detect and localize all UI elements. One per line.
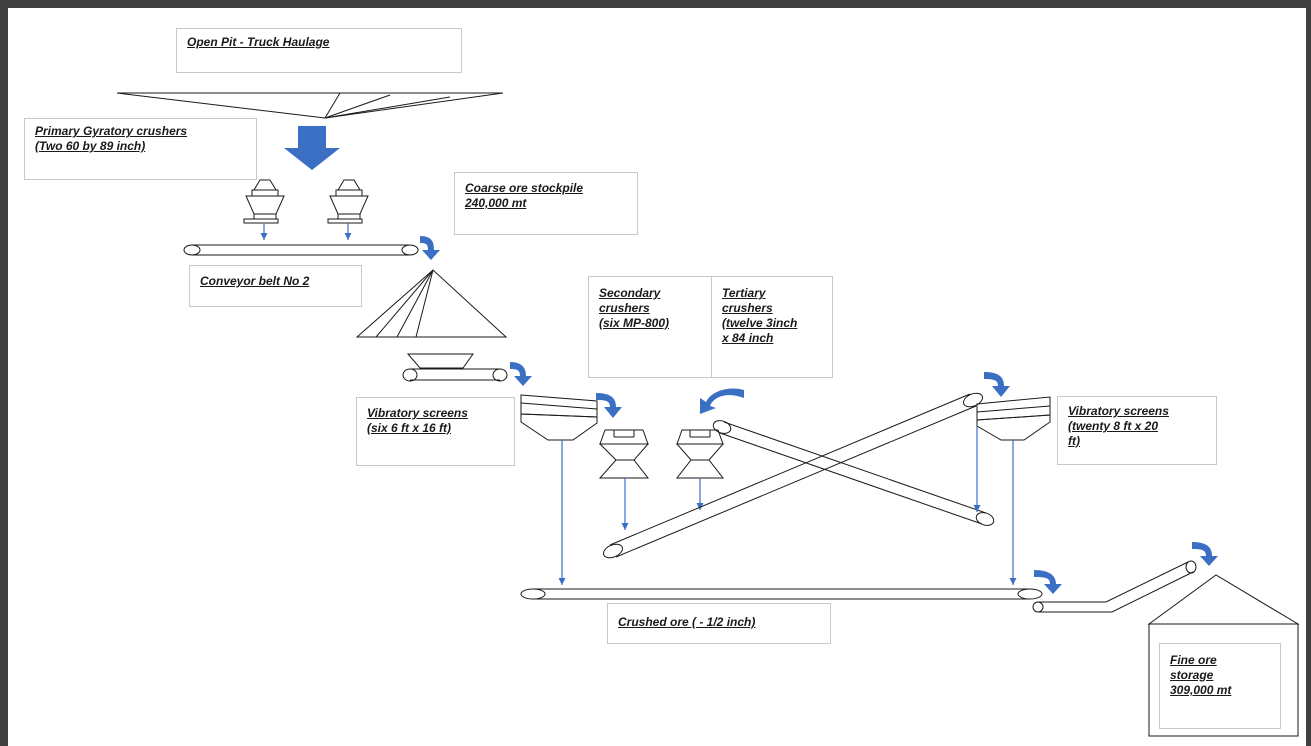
stockpile-line-1: Coarse ore stockpile bbox=[465, 181, 584, 195]
conveyor-belt-label: Conveyor belt No 2 bbox=[189, 265, 362, 307]
gyratory-crusher-2 bbox=[327, 179, 369, 224]
vib2-line-2: (twenty 8 ft x 20 bbox=[1068, 419, 1159, 433]
vibratory-screens-1-label: Vibratory screens (six 6 ft x 16 ft) bbox=[356, 397, 515, 466]
open-pit-hopper bbox=[116, 92, 504, 119]
fine-line-3: 309,000 mt bbox=[1170, 683, 1232, 697]
crossing-conveyor-a bbox=[603, 392, 983, 559]
vib2-line-1: Vibratory screens bbox=[1068, 404, 1169, 418]
crossing-conveyor-b bbox=[712, 420, 995, 526]
primary-crushers-line-2: (Two 60 by 89 inch) bbox=[35, 139, 146, 153]
tertiary-line-2: crushers bbox=[722, 301, 773, 315]
stockpile-feeder bbox=[406, 353, 474, 369]
vibratory-screen-1 bbox=[520, 394, 598, 441]
tertiary-line-4: x 84 inch bbox=[722, 331, 774, 345]
fine-line-2: storage bbox=[1170, 668, 1214, 682]
curved-arrow-storage bbox=[1192, 542, 1218, 566]
secondary-line-1: Secondary bbox=[599, 286, 661, 300]
curved-arrow-crushed bbox=[1034, 570, 1062, 594]
curved-arrow-conveyor2 bbox=[420, 236, 440, 260]
crushed-ore-conveyor bbox=[520, 588, 1043, 600]
fine-ore-storage-building bbox=[1147, 574, 1300, 737]
open-pit-label: Open Pit - Truck Haulage bbox=[176, 28, 462, 73]
vib1-line-2: (six 6 ft x 16 ft) bbox=[367, 421, 452, 435]
gyratory-crusher-1 bbox=[243, 179, 285, 224]
curved-arrow-screen1 bbox=[596, 393, 622, 418]
tertiary-line-3: (twelve 3inch bbox=[722, 316, 798, 330]
vib1-line-1: Vibratory screens bbox=[367, 406, 468, 420]
reclaim-conveyor bbox=[402, 368, 508, 382]
crushed-ore-label: Crushed ore ( - 1/2 inch) bbox=[607, 603, 831, 644]
tertiary-crusher bbox=[675, 429, 725, 479]
primary-crushers-line-1: Primary Gyratory crushers bbox=[35, 124, 188, 138]
vibratory-screen-2 bbox=[976, 396, 1051, 441]
coarse-ore-stockpile bbox=[355, 269, 508, 338]
crushed-ore-text: Crushed ore ( - 1/2 inch) bbox=[618, 615, 756, 629]
curved-arrow-tertiary bbox=[700, 388, 744, 414]
tertiary-line-1: Tertiary bbox=[722, 286, 766, 300]
fine-line-1: Fine ore bbox=[1170, 653, 1217, 667]
open-pit-text: Open Pit - Truck Haulage bbox=[187, 35, 330, 49]
stockpile-label: Coarse ore stockpile 240,000 mt bbox=[454, 172, 638, 235]
secondary-crushers-label: Secondary crushers (six MP-800) bbox=[588, 276, 712, 378]
primary-crushers-label: Primary Gyratory crushers (Two 60 by 89 … bbox=[24, 118, 257, 180]
secondary-line-2: crushers bbox=[599, 301, 650, 315]
fine-ore-storage-label: Fine ore storage 309,000 mt bbox=[1159, 643, 1281, 729]
vibratory-screens-2-label: Vibratory screens (twenty 8 ft x 20 ft) bbox=[1057, 396, 1217, 465]
secondary-crusher bbox=[598, 429, 650, 479]
curved-arrow-upper-right bbox=[984, 372, 1010, 397]
tertiary-crushers-label: Tertiary crushers (twelve 3inch x 84 inc… bbox=[711, 276, 833, 378]
feed-down-arrow bbox=[284, 126, 340, 170]
secondary-line-3: (six MP-800) bbox=[599, 316, 670, 330]
stockpile-line-2: 240,000 mt bbox=[465, 196, 527, 210]
storage-feed-conveyor bbox=[1032, 560, 1197, 613]
conveyor-belt-text: Conveyor belt No 2 bbox=[200, 274, 310, 288]
vib2-line-3: ft) bbox=[1068, 434, 1080, 448]
conveyor-belt-2 bbox=[183, 244, 419, 256]
curved-arrow-reclaim bbox=[510, 362, 532, 386]
